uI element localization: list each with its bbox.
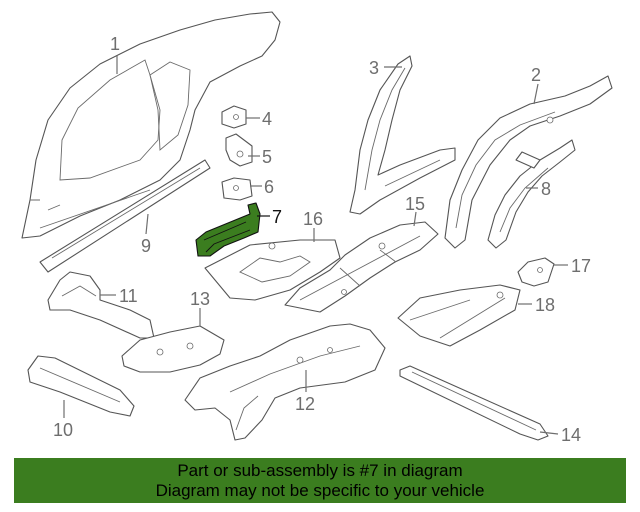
callout-12: 12 [295,394,315,414]
part-2-b-pillar[interactable] [444,75,613,249]
callout-10: 10 [53,420,73,440]
part-17-bracket[interactable] [517,257,555,287]
callout-16: 16 [303,209,323,229]
info-banner: Part or sub-assembly is #7 in diagram Di… [14,458,626,503]
part-3-a-pillar[interactable] [349,55,456,215]
part-5-bracket[interactable] [225,133,253,167]
part-12-rear-floor-assembly[interactable] [184,323,386,441]
part-18-rear-floor[interactable] [397,284,521,347]
banner-line-2: Diagram may not be specific to your vehi… [155,480,485,500]
banner-line-1: Part or sub-assembly is #7 in diagram [177,460,463,480]
callout-3: 3 [369,58,379,78]
leader-lines [63,56,568,435]
part-8-inner-pillar[interactable] [487,139,576,249]
part-16-floor-pan[interactable] [204,239,341,301]
callout-9: 9 [141,236,151,256]
part-9-rocker-panel[interactable] [39,159,211,273]
callout-4: 4 [262,109,272,129]
callout-13: 13 [190,289,210,309]
exploded-parts-diagram: 1 2 3 4 5 6 7 8 9 10 11 12 13 14 15 16 1… [21,11,613,445]
callout-7: 7 [272,207,282,227]
part-11-front-frame[interactable] [47,271,155,339]
part-10-crossmember[interactable] [27,355,135,417]
callout-6: 6 [264,177,274,197]
part-14-rear-rail[interactable] [399,365,549,441]
callout-1: 1 [110,34,120,54]
part-4-bracket[interactable] [221,105,247,129]
part-15-main-floor[interactable] [284,221,439,313]
callout-15: 15 [405,194,425,214]
part-7-bracket-highlighted[interactable] [195,202,261,257]
callout-17: 17 [571,256,591,276]
callout-2: 2 [531,65,541,85]
callout-11: 11 [119,286,138,306]
part-13-floor-bracket[interactable] [121,325,225,373]
callout-labels: 1 2 3 4 5 6 7 8 9 10 11 12 13 14 15 16 1… [53,34,591,445]
callout-14: 14 [561,425,581,445]
callout-18: 18 [535,295,555,315]
callout-5: 5 [262,147,272,167]
part-6-bracket[interactable] [221,177,253,201]
part-1-side-panel[interactable] [21,11,281,239]
callout-8: 8 [541,179,551,199]
